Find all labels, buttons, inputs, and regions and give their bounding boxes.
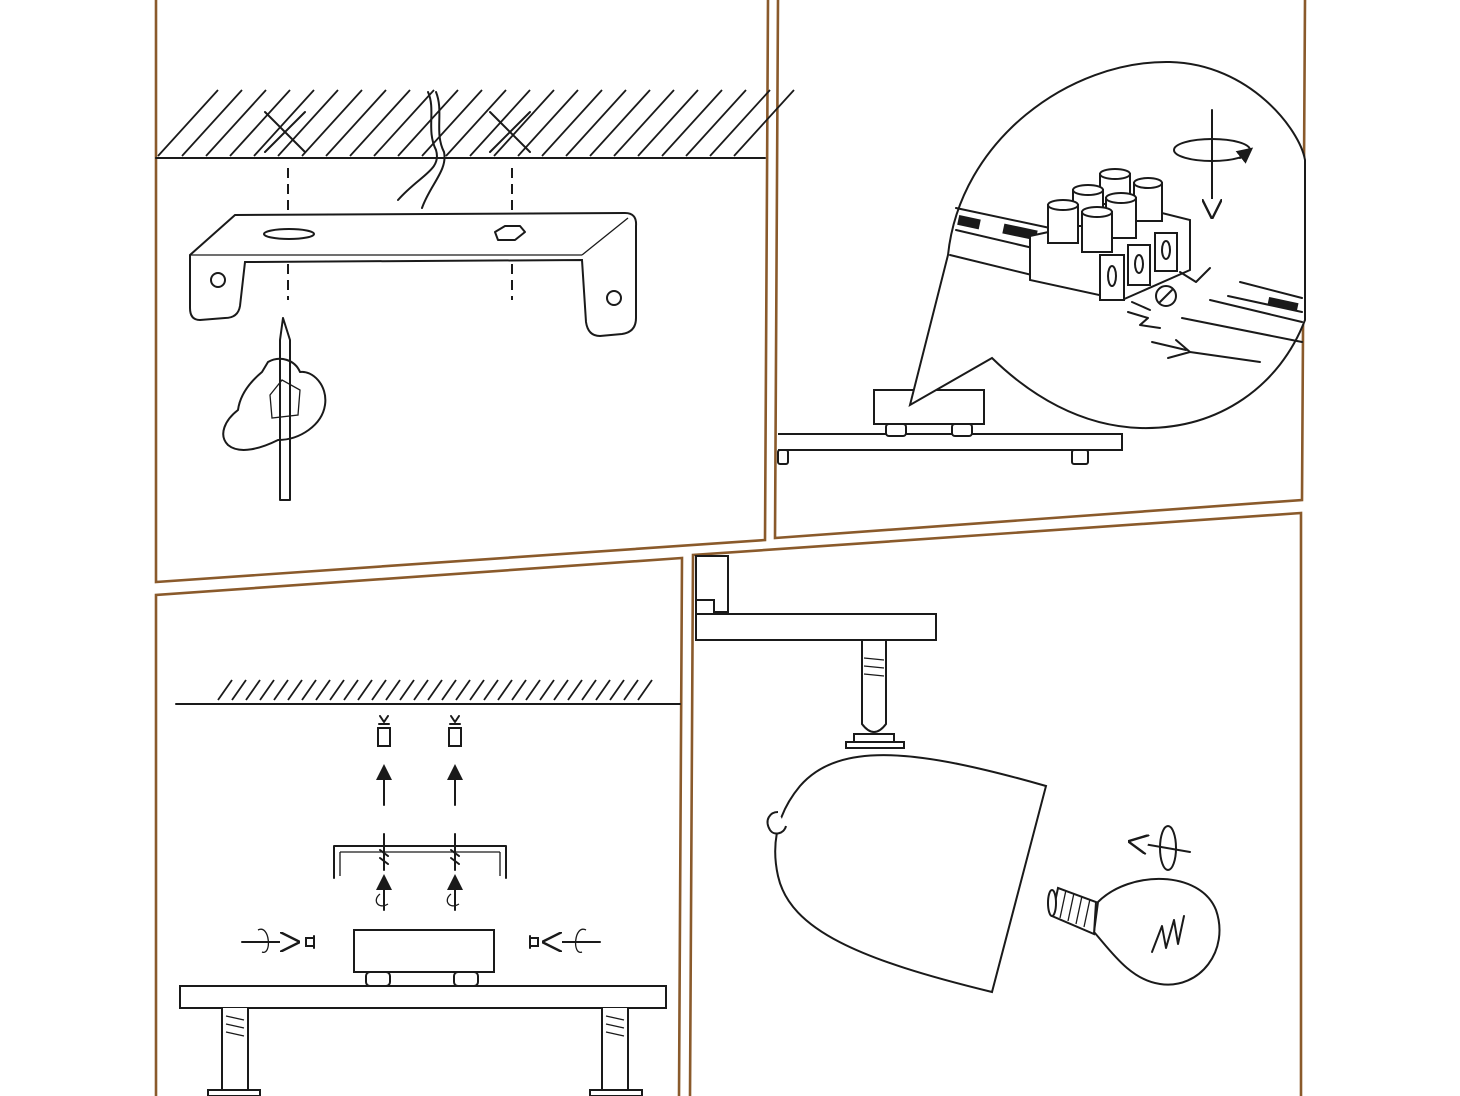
- hatch-line: [497, 679, 513, 701]
- light-bulb-icon: [1047, 877, 1221, 986]
- hatch-line: [245, 679, 261, 701]
- hatch-line: [205, 89, 267, 157]
- spotlight-arm-icon: [207, 1008, 643, 1096]
- cross-mark-icon: [264, 111, 306, 153]
- hatch-line: [709, 89, 771, 157]
- wire-icon: [949, 207, 1051, 277]
- hatch-line: [623, 679, 639, 701]
- ceiling-rail-icon: [695, 555, 937, 641]
- hatch-line: [385, 679, 401, 701]
- hatch-line: [371, 679, 387, 701]
- ceiling-icon: [155, 89, 795, 159]
- terminal-block-icon: [1029, 168, 1191, 302]
- hatch-line: [517, 89, 579, 157]
- hatch-line: [511, 679, 527, 701]
- side-screw-icon: [241, 928, 601, 953]
- hatch-line: [441, 679, 457, 701]
- hatch-line: [539, 679, 555, 701]
- spotlight-shade-icon: [766, 754, 1048, 994]
- hatch-line: [399, 679, 415, 701]
- hatch-line: [685, 89, 747, 157]
- screw-icon: [375, 833, 463, 911]
- hatch-line: [273, 679, 289, 701]
- hatch-line: [421, 89, 483, 157]
- ceiling-icon: [175, 679, 681, 705]
- hatch-line: [541, 89, 603, 157]
- panel-mount-to-ceiling: [175, 679, 681, 1096]
- spotlight-arm-icon: [845, 639, 905, 749]
- hatch-line: [315, 679, 331, 701]
- hatch-line: [469, 679, 485, 701]
- terminal-screws: [1047, 168, 1163, 253]
- hatch-line: [259, 679, 275, 701]
- hatch-line: [581, 679, 597, 701]
- rotate-arrow-icon: [1132, 825, 1191, 871]
- hatch-line: [455, 679, 471, 701]
- panel-mark-drill-holes: [155, 89, 795, 501]
- hatch-line: [413, 679, 429, 701]
- hatch-line: [349, 89, 411, 157]
- hatch-line: [357, 679, 373, 701]
- hatch-line: [343, 679, 359, 701]
- hatch-line: [525, 679, 541, 701]
- hatch-line: [287, 679, 303, 701]
- hatch-line: [565, 89, 627, 157]
- cross-mark-icon: [489, 111, 531, 153]
- hatch-line: [483, 679, 499, 701]
- hatch-line: [373, 89, 435, 157]
- wall-plug-icon: [377, 715, 462, 747]
- hatch-line: [553, 679, 569, 701]
- hatch-line: [301, 679, 317, 701]
- power-cable-icon: [397, 91, 446, 209]
- hatch-line: [733, 89, 795, 157]
- panel-insert-bulb: [695, 555, 1221, 994]
- hatch-line: [609, 679, 625, 701]
- canopy-icon: [179, 929, 667, 1009]
- hatch-line: [231, 679, 247, 701]
- hatch-line: [301, 89, 363, 157]
- mounting-bracket-icon: [189, 211, 638, 338]
- hatch-line: [229, 89, 291, 157]
- hatch-line: [567, 679, 583, 701]
- hatch-line: [217, 679, 233, 701]
- hatch-line: [181, 89, 243, 157]
- screwdriver-rotate-icon: [1173, 109, 1254, 215]
- hatch-line: [277, 89, 339, 157]
- hatch-line: [493, 89, 555, 157]
- hatch-line: [427, 679, 443, 701]
- hatch-line: [637, 89, 699, 157]
- hatch-line: [445, 89, 507, 157]
- ceiling-rail-icon: [777, 389, 1123, 465]
- hatch-line: [329, 679, 345, 701]
- hatch-line: [325, 89, 387, 157]
- hatch-line: [397, 89, 459, 157]
- bracket-icon: [333, 845, 507, 879]
- hatch-line: [613, 89, 675, 157]
- arrow-up-icon: [376, 764, 463, 806]
- pencil-in-hand-icon: [222, 317, 327, 501]
- hatch-line: [589, 89, 651, 157]
- hatch-line: [661, 89, 723, 157]
- panel-connect-wires: [777, 60, 1306, 465]
- wire-icon: [1127, 267, 1303, 363]
- hatch-line: [253, 89, 315, 157]
- hatch-line: [157, 89, 219, 157]
- hatch-line: [595, 679, 611, 701]
- hatch-line: [637, 679, 653, 701]
